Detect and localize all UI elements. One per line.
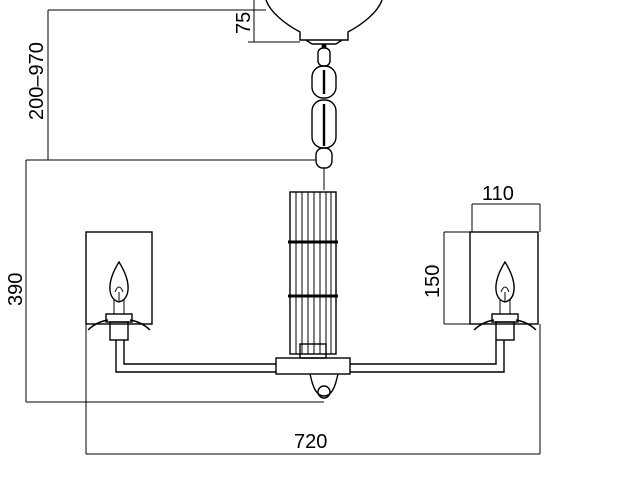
dim-canopy-label: 75: [233, 12, 255, 34]
dim-total-width-label: 720: [294, 431, 327, 453]
canopy: [265, 0, 383, 49]
dim-shade-width: 110: [471, 183, 541, 232]
dim-shade-height: 150: [422, 231, 470, 325]
left-lamp: [85, 231, 153, 341]
arms: [115, 340, 505, 373]
dim-chain: 200–970: [26, 9, 316, 161]
dim-total-width: 720: [85, 324, 541, 455]
dim-canopy: 75: [233, 0, 300, 43]
dim-shade-width-label: 110: [482, 183, 514, 205]
dim-body-height: 390: [5, 159, 324, 403]
dim-body-height-label: 390: [5, 273, 27, 306]
left-shade: [85, 231, 153, 325]
canopy-screw-icon: [321, 43, 327, 49]
dim-chain-label: 200–970: [26, 42, 48, 120]
central-column: [275, 191, 351, 399]
right-lamp: [469, 231, 539, 341]
right-shade: [469, 231, 539, 325]
finial-icon: [317, 385, 331, 399]
dim-shade-height-label: 150: [422, 265, 444, 298]
chain: [311, 47, 337, 190]
